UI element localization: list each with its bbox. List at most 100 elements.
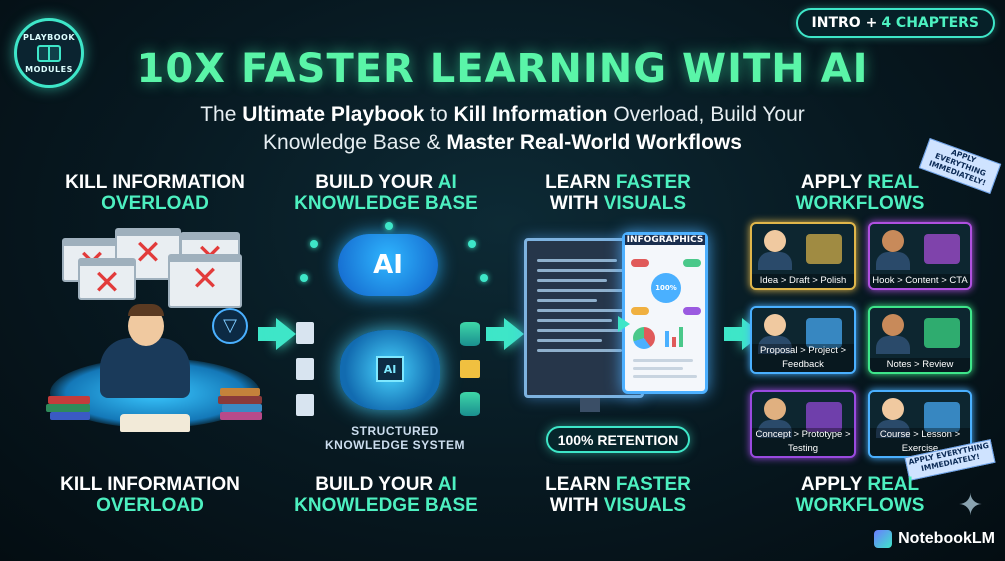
x-mark-icon: ✕ bbox=[92, 263, 122, 303]
subtitle-segment: Overload, Build Your bbox=[607, 103, 805, 126]
notebooklm-brand: NotebookLM bbox=[874, 525, 995, 553]
ai-cloud: AI bbox=[338, 234, 438, 296]
subtitle-segment: The bbox=[200, 103, 243, 126]
book bbox=[220, 388, 260, 396]
visuals-illustration: INFOGRAPHICS 100% bbox=[520, 232, 720, 457]
column-head-1: KILL INFORMATION OVERLOAD bbox=[65, 172, 245, 214]
workflow-prop-icon bbox=[806, 402, 842, 432]
page-subtitle: The Ultimate Playbook to Kill Informatio… bbox=[0, 101, 1005, 157]
infographic-panel: INFOGRAPHICS 100% bbox=[622, 232, 708, 394]
person-body bbox=[758, 420, 792, 438]
person-hair bbox=[128, 304, 164, 316]
network-node bbox=[480, 274, 488, 282]
network-node bbox=[310, 240, 318, 248]
subtitle-segment: Knowledge Base & bbox=[263, 131, 447, 154]
person-avatar bbox=[882, 398, 904, 420]
workflow-card: Notes > Review bbox=[868, 306, 972, 374]
workflow-card-label: Notes > Review bbox=[870, 358, 970, 372]
network-node bbox=[468, 240, 476, 248]
pie-chart-icon bbox=[633, 327, 655, 349]
column-foot-2: BUILD YOUR AI KNOWLEDGE BASE bbox=[294, 474, 478, 516]
arrow-icon bbox=[258, 318, 296, 350]
person-body bbox=[876, 336, 910, 354]
person-avatar bbox=[882, 314, 904, 336]
person-avatar bbox=[764, 398, 786, 420]
book bbox=[218, 396, 262, 404]
document-icon bbox=[296, 322, 314, 344]
column-foot-4: APPLY REAL WORKFLOWS bbox=[795, 474, 925, 516]
subtitle-segment: Master Real-World Workflows bbox=[446, 131, 742, 154]
database-icon bbox=[460, 322, 480, 346]
x-mark-icon: ✕ bbox=[133, 233, 163, 273]
open-book bbox=[120, 414, 190, 432]
badge-bottom-text: MODULES bbox=[25, 64, 73, 74]
subtitle-segment: to bbox=[424, 103, 454, 126]
retention-badge: 100% RETENTION bbox=[546, 426, 690, 453]
workflow-card: Proposal > Project > Feedback bbox=[750, 306, 856, 374]
workflow-prop-icon bbox=[924, 234, 960, 264]
person-body bbox=[100, 338, 190, 398]
document-icon bbox=[296, 394, 314, 416]
browser-window: ✕ bbox=[168, 254, 242, 308]
workflow-card-label: Course > Lesson > Exercise bbox=[870, 428, 970, 456]
ai-chip-icon: AI bbox=[376, 356, 404, 382]
x-mark-icon: ✕ bbox=[190, 259, 220, 299]
workflow-prop-icon bbox=[924, 402, 960, 432]
infographics-title: INFOGRAPHICS bbox=[625, 235, 705, 245]
subtitle-line-1: The Ultimate Playbook to Kill Informatio… bbox=[0, 101, 1005, 129]
book bbox=[220, 412, 262, 420]
column-foot-1: KILL INFORMATION OVERLOAD bbox=[60, 474, 240, 516]
workflow-card-label: Proposal > Project > Feedback bbox=[752, 344, 854, 372]
workflow-card: Idea > Draft > Polish bbox=[750, 222, 856, 290]
workflow-cards: Idea > Draft > Polish Hook > Content > CT… bbox=[750, 222, 975, 458]
arrow-icon bbox=[486, 318, 524, 350]
sparkle-icon: ✦ bbox=[957, 488, 983, 523]
database-icon bbox=[460, 392, 480, 416]
arrow-icon bbox=[618, 316, 630, 332]
person-avatar bbox=[882, 230, 904, 252]
workflow-card-label: Idea > Draft > Polish bbox=[752, 274, 854, 288]
workflow-card-label: Concept > Prototype > Testing bbox=[752, 428, 854, 456]
pill-highlight: 4 CHAPTERS bbox=[881, 15, 979, 31]
workflow-prop-icon bbox=[806, 234, 842, 264]
document-icon bbox=[296, 358, 314, 380]
workflow-prop-icon bbox=[806, 318, 842, 348]
workflow-card: Hook > Content > CTA bbox=[868, 222, 972, 290]
network-node bbox=[385, 222, 393, 230]
network-node bbox=[300, 274, 308, 282]
center-node: 100% bbox=[651, 273, 681, 303]
browser-window: ✕ bbox=[78, 258, 136, 300]
column-head-3: LEARN FASTER WITH VISUALS bbox=[545, 172, 691, 214]
person-body bbox=[758, 252, 792, 270]
person-avatar bbox=[764, 230, 786, 252]
column-foot-3: LEARN FASTER WITH VISUALS bbox=[545, 474, 691, 516]
person-body bbox=[876, 252, 910, 270]
playbook-modules-badge: PLAYBOOK MODULES bbox=[14, 18, 84, 88]
person-body bbox=[758, 336, 792, 354]
structured-label: STRUCTURED KNOWLEDGE SYSTEM bbox=[324, 424, 465, 452]
pill-text: INTRO + bbox=[811, 15, 878, 31]
browser-window: ✕ bbox=[115, 228, 181, 280]
book bbox=[48, 396, 90, 404]
column-head-2: BUILD YOUR AI KNOWLEDGE BASE bbox=[294, 172, 478, 214]
monitor-stand bbox=[580, 398, 600, 412]
column-head-4: APPLY REAL WORKFLOWS bbox=[795, 172, 925, 214]
page-title: 10X FASTER LEARNING WITH AI bbox=[136, 46, 869, 92]
brand-name: NotebookLM bbox=[898, 530, 995, 547]
subtitle-segment: Ultimate Playbook bbox=[242, 103, 425, 126]
workflow-card-label: Hook > Content > CTA bbox=[870, 274, 970, 288]
knowledge-illustration: AI AI STRUCTURED KNOWLEDGE SYSTEM bbox=[290, 222, 500, 457]
person-body bbox=[876, 420, 910, 438]
subtitle-line-2: Knowledge Base & Master Real-World Workf… bbox=[0, 129, 1005, 157]
workflow-card: Concept > Prototype > Testing bbox=[750, 390, 856, 458]
notebook-icon bbox=[874, 530, 893, 548]
book bbox=[46, 404, 90, 412]
workflow-card: Course > Lesson > Exercise bbox=[868, 390, 972, 458]
book-icon bbox=[37, 44, 61, 62]
folder-icon bbox=[460, 360, 480, 378]
overload-illustration: ✕ ✕ ✕ ✕ ✕ ▽ bbox=[40, 228, 270, 453]
chapters-pill: INTRO + 4 CHAPTERS bbox=[795, 8, 995, 38]
person-avatar bbox=[764, 314, 786, 336]
filter-icon: ▽ bbox=[212, 308, 248, 344]
badge-top-text: PLAYBOOK bbox=[22, 32, 76, 42]
